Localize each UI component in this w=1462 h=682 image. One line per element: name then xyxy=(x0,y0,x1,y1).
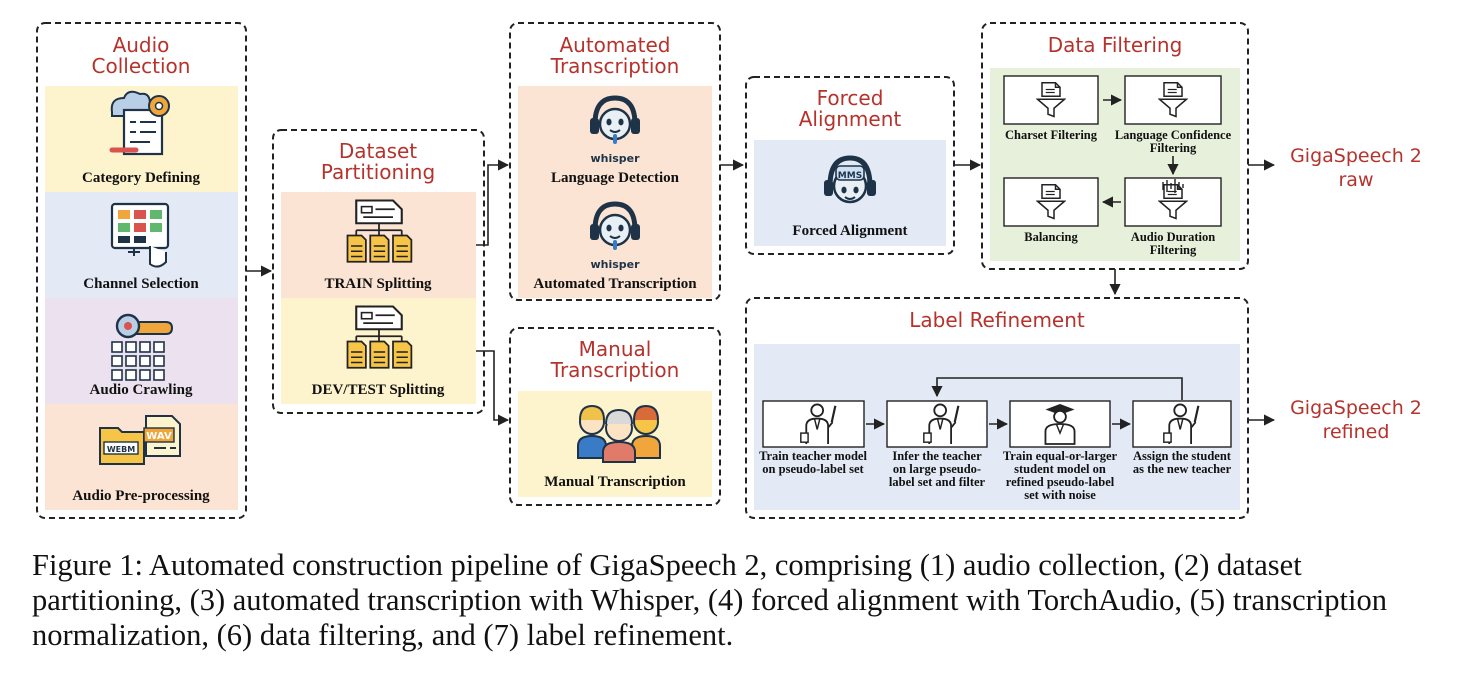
train-student-line2: student model on xyxy=(1014,462,1106,476)
stage-manual-transcription: Manual Transcription Manual Transcriptio… xyxy=(509,327,721,506)
train-student-line4: set with noise xyxy=(1024,488,1096,502)
manual-transcription-label: Manual Transcription xyxy=(544,474,686,490)
category-defining-label: Category Defining xyxy=(82,170,200,186)
language-confidence-label-line1: Language Confidence xyxy=(1115,128,1232,142)
balancing-label: Balancing xyxy=(1024,230,1078,244)
stage-dataset-partitioning: Dataset Partitioning TRAIN Splitting DEV… xyxy=(272,129,485,414)
assign-student-line1: Assign the student xyxy=(1133,449,1232,463)
manual-transcription-title-line1: Manual xyxy=(579,337,652,361)
arrow-devtest-to-manual xyxy=(476,350,510,426)
stage-forced-alignment: Forced Alignment MMS Forced Alignment xyxy=(745,76,955,255)
forced-alignment-label: Forced Alignment xyxy=(792,223,907,239)
webm-file-label: WEBM xyxy=(107,445,135,454)
train-teacher-line1: Train teacher model xyxy=(759,449,867,463)
people-headset-icon xyxy=(577,404,661,463)
train-teacher-line2: on pseudo-label set xyxy=(762,462,864,476)
infer-teacher-line2: on large pseudo- xyxy=(893,462,981,476)
gigaspeech-refined-line1: GigaSpeech 2 xyxy=(1290,397,1422,419)
data-filtering-title: Data Filtering xyxy=(1048,33,1183,57)
whisper-logo-text: whisper xyxy=(590,258,640,271)
gigaspeech-raw-line2: raw xyxy=(1339,169,1374,191)
gigaspeech-raw-line1: GigaSpeech 2 xyxy=(1290,145,1422,167)
dataset-partitioning-title-line1: Dataset xyxy=(339,139,417,163)
wav-file-label: WAV xyxy=(146,431,172,442)
automated-transcription-title-line2: Transcription xyxy=(550,54,680,78)
grid-touch-icon xyxy=(110,202,170,268)
forced-alignment-title-line2: Alignment xyxy=(799,107,902,131)
language-detection-label: Language Detection xyxy=(551,170,680,186)
audio-preprocessing-label: Audio Pre-processing xyxy=(72,488,210,504)
whisper-logo-text: whisper xyxy=(590,152,640,165)
stage-audio-collection: Audio Collection Category Defining Chann… xyxy=(36,22,247,519)
audio-duration-label-line1: Audio Duration xyxy=(1131,230,1215,244)
audio-crawling-label: Audio Crawling xyxy=(90,382,193,398)
settings-document-icon xyxy=(109,90,170,156)
search-grid-icon xyxy=(111,313,174,381)
audio-duration-label-line2: Filtering xyxy=(1150,243,1197,257)
infer-teacher-line3: label set and filter xyxy=(889,475,986,489)
audio-file-icon: WEBM WAV xyxy=(99,415,181,465)
label-refinement-title: Label Refinement xyxy=(909,308,1085,332)
charset-filtering-label: Charset Filtering xyxy=(1005,128,1098,142)
mms-logo-text: MMS xyxy=(838,171,862,181)
audio-collection-title-line1: Audio xyxy=(113,33,170,57)
automated-transcription-label: Automated Transcription xyxy=(533,276,697,292)
train-splitting-label: TRAIN Splitting xyxy=(324,276,432,292)
assign-student-line2: as the new teacher xyxy=(1133,462,1232,476)
manual-transcription-title-line2: Transcription xyxy=(550,358,680,382)
waveform-icon xyxy=(1162,179,1184,193)
dataset-partitioning-title-line2: Partitioning xyxy=(321,160,435,184)
arrow-train-to-automated xyxy=(476,159,510,246)
stage-data-filtering: Data Filtering Charset Filtering Languag… xyxy=(981,22,1249,270)
stage-label-refinement: Label Refinement Train teacher model on … xyxy=(745,297,1249,519)
stage-automated-transcription: Automated Transcription whisper Language… xyxy=(509,22,721,301)
document-split-icon xyxy=(346,305,413,369)
gigaspeech-refined-line2: refined xyxy=(1323,421,1390,443)
train-student-line1: Train equal-or-larger xyxy=(1003,449,1118,463)
audio-collection-title-line2: Collection xyxy=(92,54,191,78)
language-confidence-label-line2: Filtering xyxy=(1150,141,1197,155)
automated-transcription-title-line1: Automated xyxy=(559,33,670,57)
document-split-icon xyxy=(346,199,413,263)
pipeline-diagram: Audio Collection Category Defining Chann… xyxy=(36,22,1422,519)
forced-alignment-title-line1: Forced xyxy=(817,86,884,110)
train-student-line3: refined pseudo-label xyxy=(1006,475,1115,489)
infer-teacher-line1: Infer the teacher xyxy=(892,449,982,463)
arrow-loop-back xyxy=(931,377,1183,400)
channel-selection-label: Channel Selection xyxy=(83,276,199,292)
figure-caption: Figure 1: Automated construction pipelin… xyxy=(32,548,1387,652)
devtest-splitting-label: DEV/TEST Splitting xyxy=(312,382,445,398)
